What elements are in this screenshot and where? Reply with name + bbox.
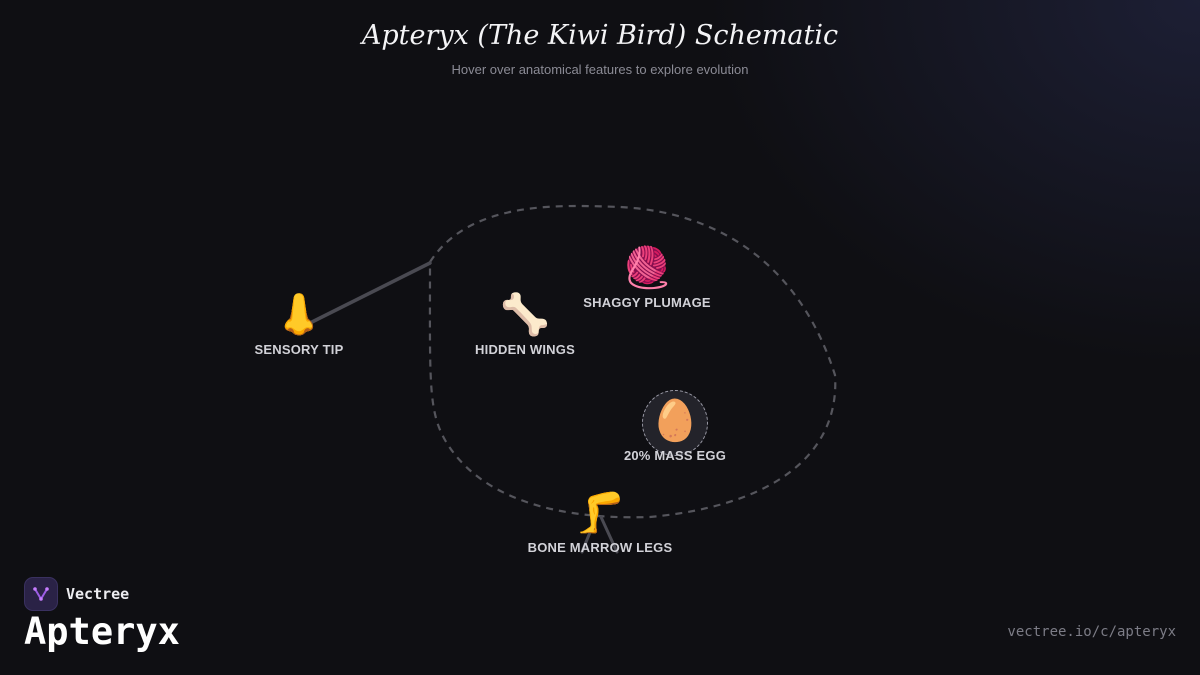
egg-highlight-ring [642, 390, 708, 456]
vectree-logo-icon [24, 577, 58, 611]
brand-block[interactable]: Vectree [24, 577, 129, 611]
kiwi-beak-line [300, 261, 432, 329]
brand-name: Vectree [66, 585, 130, 603]
feature-label: 20% MASS EGG [623, 448, 727, 463]
feature-shaggy-plumage[interactable]: 🧶 SHAGGY PLUMAGE [557, 245, 737, 310]
kiwi-leg-line-right [599, 515, 619, 554]
subject-name: Apteryx [24, 610, 180, 653]
kiwi-body-outline [428, 204, 837, 519]
feature-label: HIDDEN WINGS [475, 342, 575, 357]
bone-icon: 🦴 [500, 292, 550, 338]
page-subtitle: Hover over anatomical features to explor… [451, 62, 749, 77]
feature-sensory-tip[interactable]: 👃 SENSORY TIP [209, 292, 389, 357]
nose-icon: 👃 [274, 292, 324, 338]
leg-icon: 🦵 [575, 490, 625, 536]
kiwi-leg-line-left [580, 513, 599, 554]
page-title: Apteryx (The Kiwi Bird) Schematic [361, 20, 839, 51]
feature-label: SENSORY TIP [254, 342, 344, 357]
page-url-link[interactable]: vectree.io/c/apteryx [1007, 624, 1176, 640]
feature-label: SHAGGY PLUMAGE [583, 295, 711, 310]
feature-hidden-wings[interactable]: 🦴 HIDDEN WINGS [435, 292, 615, 357]
egg-icon: 🥚 [650, 398, 700, 444]
yarn-icon: 🧶 [622, 245, 672, 291]
feature-bone-marrow-legs[interactable]: 🦵 BONE MARROW LEGS [510, 490, 690, 555]
feature-label: BONE MARROW LEGS [527, 540, 673, 555]
feature-mass-egg[interactable]: 🥚 20% MASS EGG [585, 398, 765, 463]
